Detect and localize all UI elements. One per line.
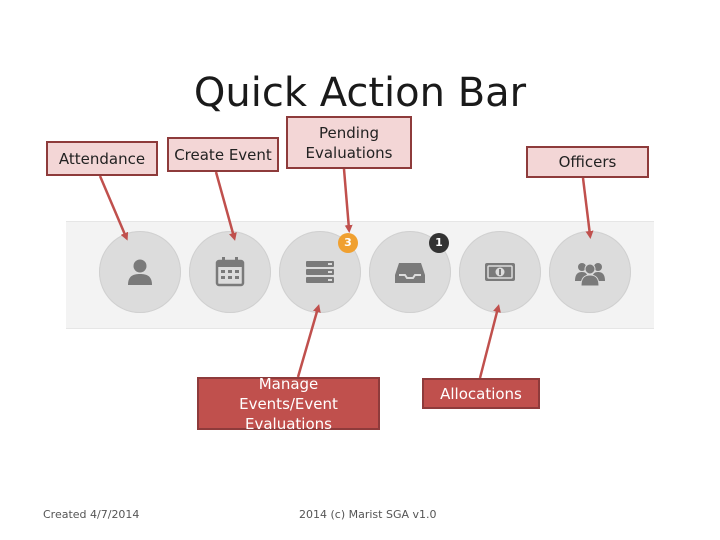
slide-title: Quick Action Bar	[193, 69, 527, 116]
officers-callout: Officers	[526, 146, 649, 178]
pending-evaluations-badge: 3	[338, 233, 358, 253]
pending-evaluations-arrow	[342, 168, 353, 233]
money-icon	[485, 263, 515, 281]
officers-label: Officers	[558, 153, 617, 171]
allocations-callout: Allocations	[422, 378, 540, 409]
pending-evaluations-label: Pending Evaluations	[305, 123, 393, 162]
allocations-label: Allocations	[440, 384, 522, 403]
inbox-count-badge: 1	[429, 233, 449, 253]
allocations-button[interactable]	[459, 231, 541, 313]
copyright-text: 2014 (c) Marist SGA v1.0	[299, 508, 437, 521]
created-date: Created 4/7/2014	[43, 508, 140, 521]
calendar-icon	[215, 257, 245, 287]
officers-button[interactable]	[549, 231, 631, 313]
attendance-callout: Attendance	[46, 141, 158, 176]
manage-events-label: Manage Events/Event Evaluations	[239, 374, 338, 433]
pending-evaluations-callout: Pending Evaluations	[286, 116, 412, 169]
user-icon	[128, 259, 152, 285]
group-icon	[575, 263, 605, 287]
create-event-label: Create Event	[174, 145, 272, 164]
attendance-button[interactable]	[99, 231, 181, 313]
manage-events-callout: Manage Events/Event Evaluations	[197, 375, 380, 433]
create-event-button[interactable]	[189, 231, 271, 313]
manage-events-button[interactable]	[279, 231, 361, 313]
create-event-callout: Create Event	[167, 137, 279, 172]
inbox-icon	[395, 263, 425, 283]
list-icon	[306, 261, 334, 283]
attendance-label: Attendance	[58, 149, 146, 168]
